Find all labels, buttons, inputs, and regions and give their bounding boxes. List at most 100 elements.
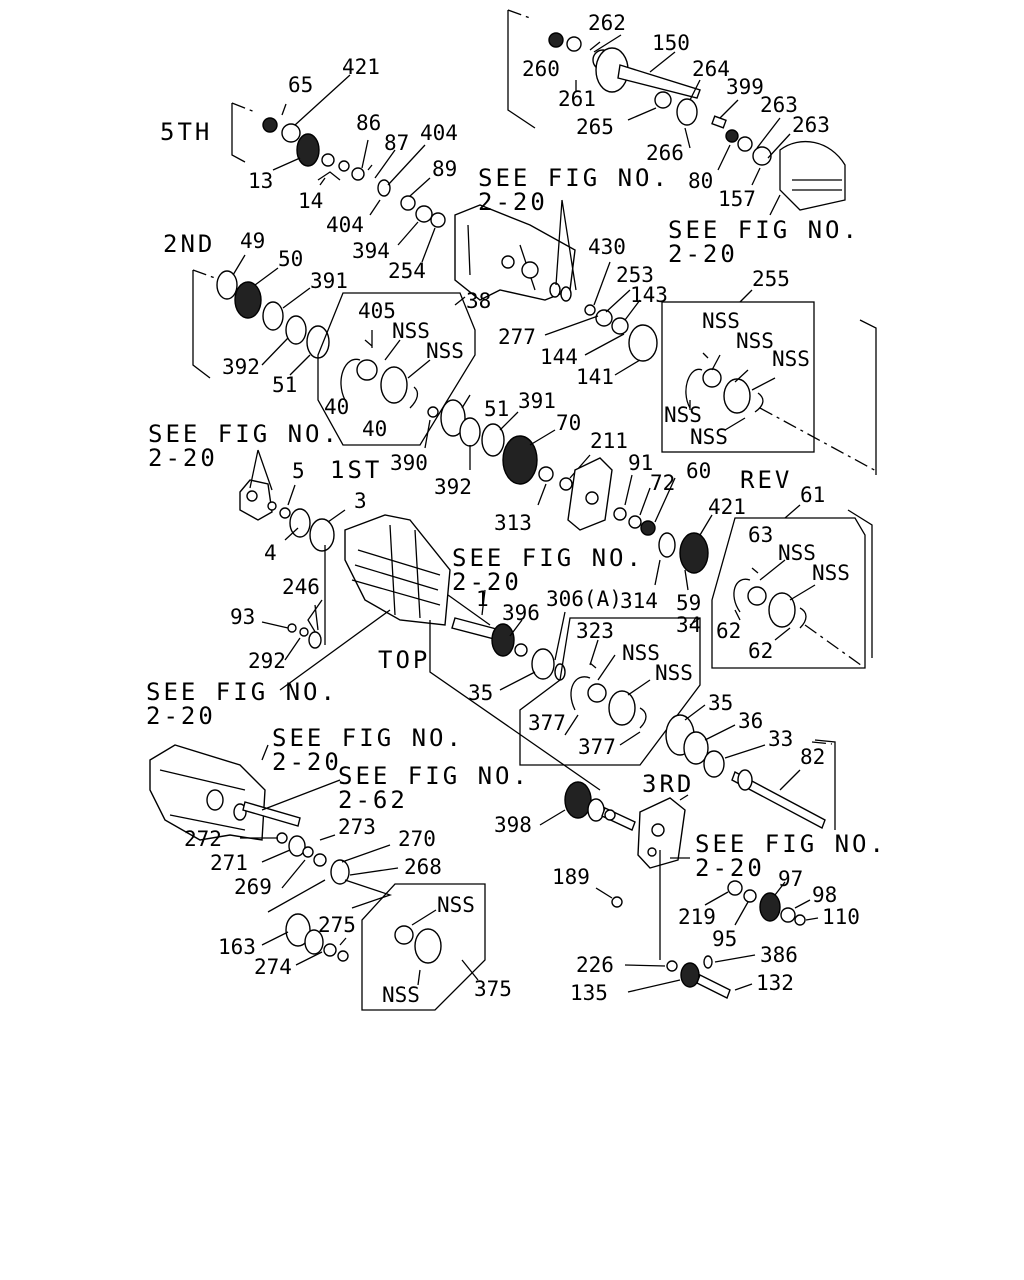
part-number: 86: [356, 111, 381, 135]
part-70-gear[interactable]: [502, 435, 538, 485]
part-number: 3: [354, 489, 367, 513]
part-number: 38: [466, 289, 491, 313]
synchronizer-box-38: [317, 292, 476, 446]
part-number: 275: [318, 913, 356, 937]
transmission-housing-lower: [149, 744, 399, 966]
part-number: 392: [434, 475, 472, 499]
first-gear-label: 1ST: [330, 456, 382, 484]
part-number: 404: [420, 121, 458, 145]
main-drive-shaft-group: [507, 9, 846, 216]
see-fig-ref-6: SEE FIG NO.: [272, 724, 464, 752]
part-50-gear[interactable]: [234, 281, 262, 319]
part-number: 277: [498, 325, 536, 349]
part-number: 93: [230, 605, 255, 629]
part-number: 144: [540, 345, 578, 369]
see-fig-ref-2-number: 2-20: [668, 240, 738, 268]
reverse-gear-label: REV: [740, 466, 792, 494]
top-direction-label: TOP: [378, 646, 430, 674]
part-number: 314: [620, 589, 658, 613]
see-fig-ref-5-number: 2-20: [146, 702, 216, 730]
part-number: 132: [756, 971, 794, 995]
reverse-synchronizer-box-61: [711, 504, 873, 669]
part-number: 375: [474, 977, 512, 1001]
part-number: 157: [718, 187, 756, 211]
nss-label: NSS: [812, 561, 850, 585]
second-gear-label: 2ND: [163, 230, 215, 258]
part-number: 70: [556, 411, 581, 435]
part-421-gear[interactable]: [679, 532, 709, 574]
see-fig-ref-2: SEE FIG NO.: [668, 216, 860, 244]
see-fig-ref-7: SEE FIG NO.: [338, 762, 530, 790]
part-number: 80: [688, 169, 713, 193]
part-number: 82: [800, 745, 825, 769]
part-number: 62: [748, 639, 773, 663]
part-number: 391: [518, 389, 556, 413]
see-fig-ref-4-number: 2-20: [452, 568, 522, 596]
part-number: 50: [278, 247, 303, 271]
see-fig-ref-6-number: 2-20: [272, 748, 342, 776]
part-number: 13: [248, 169, 273, 193]
part-number: 163: [218, 935, 256, 959]
shift-parts-group: [704, 880, 819, 926]
part-number: 51: [484, 397, 509, 421]
part-number: 260: [522, 57, 560, 81]
part-number: 377: [528, 711, 566, 735]
part-number: 34: [676, 613, 701, 637]
see-fig-ref-1: SEE FIG NO.: [478, 164, 670, 192]
part-260[interactable]: [548, 32, 564, 48]
part-number: 421: [342, 55, 380, 79]
part-number: 219: [678, 905, 716, 929]
part-number: 274: [254, 955, 292, 979]
part-number: 386: [760, 943, 798, 967]
part-number: 65: [288, 73, 313, 97]
part-number: 292: [248, 649, 286, 673]
part-number: 269: [234, 875, 272, 899]
case-fragment-topright: [779, 140, 846, 211]
reverse-idler-group: [624, 954, 756, 999]
see-fig-ref-3-number: 2-20: [148, 444, 218, 472]
part-number: 271: [210, 851, 248, 875]
part-number: 40: [362, 417, 387, 441]
part-number: 189: [552, 865, 590, 889]
part-number: 97: [778, 867, 803, 891]
part-number: 98: [812, 883, 837, 907]
part-number: 36: [738, 709, 763, 733]
third-plate-group: [595, 794, 690, 960]
part-number: 141: [576, 365, 614, 389]
nss-label: NSS: [382, 983, 420, 1007]
front-cover-group: [239, 449, 346, 552]
part-number: 268: [404, 855, 442, 879]
part-number: 61: [800, 483, 825, 507]
synchronizer-box-255: [661, 289, 879, 475]
part-13-gear[interactable]: [296, 133, 320, 167]
part-number: 40: [324, 395, 349, 419]
nss-label: NSS: [622, 641, 660, 665]
part-number: 91: [628, 451, 653, 475]
part-number: 313: [494, 511, 532, 535]
part-number: 59: [676, 591, 701, 615]
part-number: 60: [686, 459, 711, 483]
part-82-shaft[interactable]: [731, 771, 826, 829]
see-fig-ref-4: SEE FIG NO.: [452, 544, 644, 572]
third-gear-label: 3RD: [642, 770, 694, 798]
part-number: 253: [616, 263, 654, 287]
part-number: 63: [748, 523, 773, 547]
nss-label: NSS: [426, 339, 464, 363]
see-fig-ref-8-number: 2-20: [695, 854, 765, 882]
part-number: 150: [652, 31, 690, 55]
transmission-housing-upper: [454, 199, 658, 376]
nss-label: NSS: [392, 319, 430, 343]
part-150-shaft[interactable]: [617, 64, 701, 99]
part-141-gear[interactable]: [628, 324, 658, 362]
nss-label: NSS: [772, 347, 810, 371]
part-number: 396: [502, 601, 540, 625]
part-number: 110: [822, 905, 860, 929]
part-number: 390: [390, 451, 428, 475]
labels: 5TH 2ND 1ST REV 3RD TOP SEE FIG NO. 2-20…: [146, 11, 884, 1007]
part-number: 72: [650, 471, 675, 495]
nss-label: NSS: [702, 309, 740, 333]
part-number: 270: [398, 827, 436, 851]
part-number: 261: [558, 87, 596, 111]
part-number: 392: [222, 355, 260, 379]
